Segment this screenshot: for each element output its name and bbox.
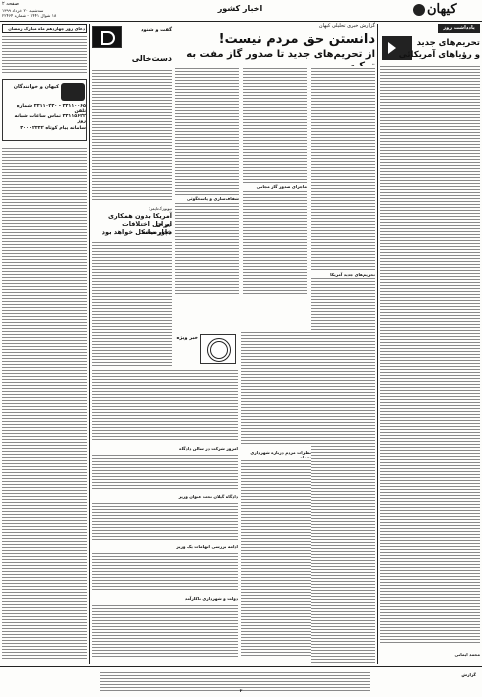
mid-heading-1: ماجرای صدور گاز مجانی [243,184,307,189]
khabar-vijeh: خبر ویژه [92,330,238,440]
col-divider-left [89,24,90,664]
left-column: دعای روز چهاردهم ماه مبارک رمضان کیهان و… [2,24,87,664]
date-line-2: ۱۸ شوال ۱۴۴۱ - شماره ۲۲۴۶۴ [2,13,57,18]
target-icon [207,338,231,362]
hand-icon [101,31,115,45]
column-hand-label: گفت و شنود [140,27,172,33]
footer: گزارش ۲ [0,668,482,696]
editorial-icon [382,36,412,60]
date-line-1: سه‌شنبه ۲۰ خرداد ۱۳۹۹ [2,8,44,13]
small-news-body-3 [92,551,238,591]
phone-line-2: ۳۳۱۱۵۶۲۲ تماس ساعات شبانه روز [14,114,87,124]
small-news-block: امروز شرکت در سالن دادگاه دادگاه گیلان ت… [92,446,238,666]
page-number: ۲ [239,688,243,693]
news-us-iran-headline-2: در حل اختلافات خاورمیانه [122,220,172,236]
small-news-heading-3: ادامه بررسی اتهامات یک وزیر [176,544,238,549]
left-prayer-body [2,34,87,74]
phone-icon [61,83,85,101]
khabar-vijeh-icon [200,334,236,364]
lower-middle-body-1 [241,330,311,446]
editorial-body [380,64,480,644]
footer-rule [0,666,482,667]
editorial-title-2: و رؤیاهای آمریکائی [398,50,480,60]
khabar-vijeh-label: خبر ویژه [176,335,198,341]
left-readers-letters [2,146,87,661]
lower-middle-block: نظرات مردم درباره شهرداری تهران [241,330,311,660]
small-news-heading-4: دولت و شهرداری ناکارآمد [184,596,238,601]
column-hand-logo [92,26,122,48]
logo: کیهان [413,1,479,21]
lower-middle-col-b [314,300,374,660]
news-us-iran-kicker: نیویورک‌تایمز: [148,206,172,211]
kayhan-readers-box: کیهان و خوانندگان ۳۳۱۱۰۰۶۵ - ۳۳۱۱۰۲۳۰ شم… [2,79,87,141]
pen-icon [388,42,406,54]
logo-text: کیهان [427,2,457,17]
small-news-heading-5: نظرات مردم درباره شهرداری تهران [250,450,311,460]
small-news-heading-1: امروز شرکت در سالن دادگاه [179,446,238,451]
small-news-body-4 [92,603,238,659]
footer-body [100,670,370,692]
section-title: اخبار کشور [217,4,263,13]
editorial-title-1: تحریم‌های جدید [416,38,480,48]
editorial-column: یادداشت روز تحریم‌های جدید و رؤیاهای آمر… [380,24,480,664]
news-us-iran-body [92,240,172,376]
small-news-body-1 [92,453,238,491]
column-hand-title: دست‌خالی [131,54,172,63]
editorial-author: محمد ایمانی [454,652,481,657]
logo-mark [413,4,425,16]
news-us-iran-headline-1: آمریکا بدون همکاری ایران [107,212,172,228]
small-news-body-2 [92,501,238,541]
masthead: صفحه ۲ سه‌شنبه ۲۰ خرداد ۱۳۹۹ ۱۸ شوال ۱۴۴… [0,0,482,22]
news-us-iran: نیویورک‌تایمز: آمریکا بدون همکاری ایران … [92,206,172,376]
footer-title: گزارش [461,672,476,677]
editorial-label-box: یادداشت روز [438,24,480,33]
kayhan-readers-title: کیهان و خوانندگان [13,84,59,90]
sms-line: سامانه پیام کوتاه ۳۰۰۰۲۴۴۲ [20,126,86,131]
news-us-iran-headline-3: دچار مشکل خواهد بود [101,228,172,236]
mid-heading-3: شفاف‌سازی و پاسخگوئی [175,196,239,201]
mid-heading-2: تحریم‌های جدید آمریکا [311,272,375,277]
khabar-vijeh-body [92,368,238,440]
phone-line-1: ۳۳۱۱۰۰۶۵ - ۳۳۱۱۰۲۳۰ شماره تلفن [16,104,86,114]
left-banner: دعای روز چهاردهم ماه مبارک رمضان [2,24,87,33]
editorial-label: یادداشت روز [443,25,475,31]
column-hand-body [92,68,172,200]
header-rule [0,21,482,23]
column-hand: گفت و شنود دست‌خالی [92,24,172,202]
small-news-heading-2: دادگاه گیلان تحت عنوان وزیر [178,494,238,499]
lower-middle-body-2 [241,458,311,658]
main-kicker: گزارش خبری تحلیلی کیهان [318,23,375,29]
col-divider-right [377,24,378,664]
main-col-3 [175,66,239,296]
page-label: صفحه ۲ [2,1,19,7]
main-col-2 [243,66,307,296]
main-headline-1: دانستن حق مردم نیست! [218,32,375,47]
